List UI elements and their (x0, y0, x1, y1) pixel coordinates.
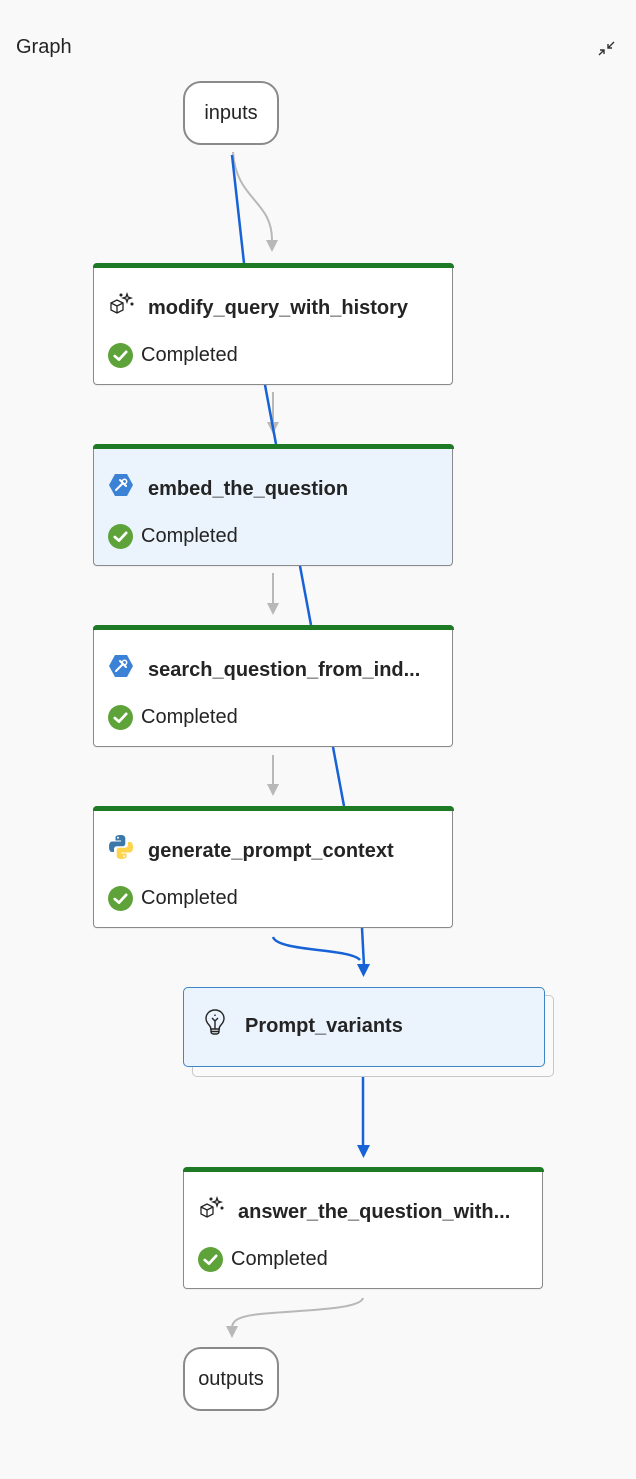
status-bar (182, 1167, 544, 1172)
node-name: Prompt_variants (245, 1015, 403, 1037)
node-modify-query-with-history[interactable]: modify_query_with_history Completed (92, 263, 454, 385)
lightbulb-icon (205, 1009, 225, 1035)
status-bar (92, 263, 454, 268)
node-name: generate_prompt_context (148, 840, 394, 862)
python-icon (109, 835, 133, 859)
status-badge: Completed (108, 886, 238, 911)
status-bar (92, 444, 454, 449)
collapse-icon (598, 41, 615, 56)
node-name: search_question_from_ind... (148, 659, 421, 681)
inputs-node[interactable]: inputs (183, 81, 279, 145)
tool-wrench-hexagon-icon (109, 474, 133, 496)
graph-title: Graph (16, 36, 72, 58)
completed-check-icon (108, 705, 133, 730)
node-generate-prompt-context[interactable]: generate_prompt_context Completed (92, 806, 454, 928)
node-search-question-from-index[interactable]: search_question_from_ind... Completed (92, 625, 454, 747)
status-bar (92, 806, 454, 811)
status-text: Completed (231, 1248, 328, 1270)
status-badge: Completed (198, 1247, 328, 1272)
node-name: embed_the_question (148, 478, 349, 500)
node-name: answer_the_question_with... (238, 1201, 511, 1223)
collapse-button[interactable] (594, 36, 618, 60)
completed-check-icon (198, 1247, 223, 1272)
status-text: Completed (141, 344, 238, 366)
status-bar (92, 625, 454, 630)
outputs-node[interactable]: outputs (183, 1347, 279, 1411)
status-badge: Completed (108, 343, 238, 368)
status-text: Completed (141, 887, 238, 909)
node-prompt-variants[interactable]: Prompt_variants (183, 987, 545, 1067)
status-text: Completed (141, 706, 238, 728)
completed-check-icon (108, 524, 133, 549)
node-embed-the-question[interactable]: embed_the_question Completed (92, 444, 454, 566)
llm-sparkle-cube-icon (200, 1195, 224, 1218)
node-answer-the-question-with-context[interactable]: answer_the_question_with... Completed (182, 1167, 544, 1289)
status-badge: Completed (108, 524, 238, 549)
status-badge: Completed (108, 705, 238, 730)
llm-sparkle-cube-icon (110, 291, 134, 314)
tool-wrench-hexagon-icon (109, 655, 133, 677)
status-text: Completed (141, 525, 238, 547)
completed-check-icon (108, 886, 133, 911)
node-name: modify_query_with_history (148, 297, 409, 319)
completed-check-icon (108, 343, 133, 368)
